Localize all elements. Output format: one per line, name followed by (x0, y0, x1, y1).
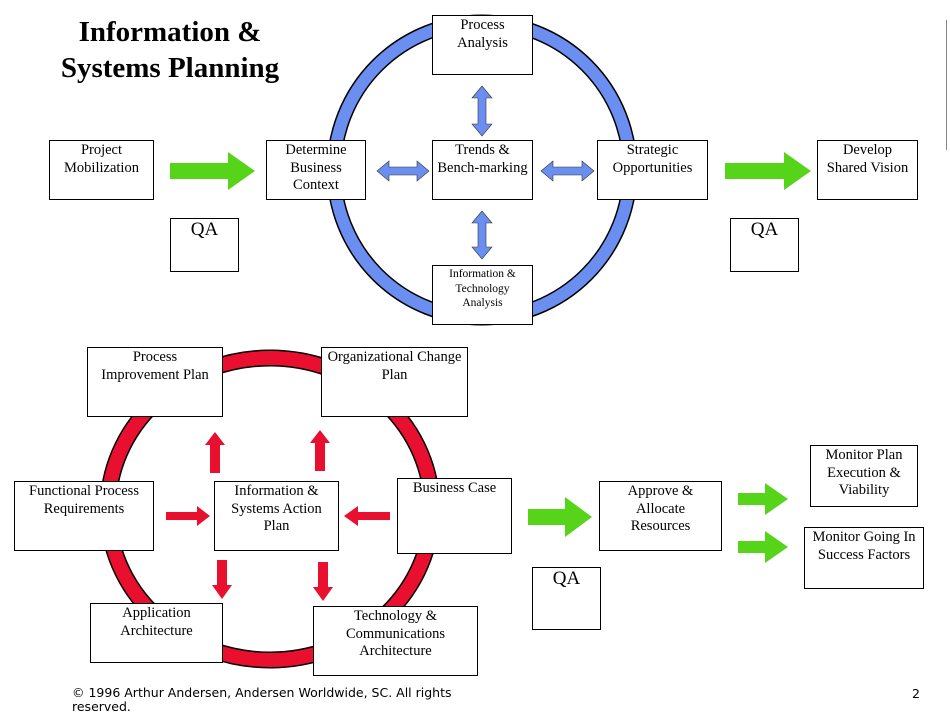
title-line-2: Systems Planning (60, 52, 280, 84)
tech-architecture-box: Technology & Communications Architecture (313, 606, 478, 676)
project-mobilization-box: Project Mobilization (49, 140, 154, 200)
application-architecture-box: Application Architecture (90, 603, 223, 663)
it-analysis-box: Information & Technology Analysis (432, 265, 533, 325)
business-context-box: Determine Business Context (266, 140, 366, 200)
monitor-plan-box: Monitor Plan Execution & Viability (810, 445, 918, 507)
process-improvement-plan-box: Process Improvement Plan (87, 347, 223, 417)
green-arrow-mobilization-icon (170, 152, 255, 190)
green-arrow-approve-icon (528, 497, 592, 537)
blue-double-arrows (376, 85, 595, 260)
org-change-plan-box: Organizational Change Plan (321, 347, 468, 417)
title-line-1: Information & (78, 16, 262, 48)
green-arrow-monitor-success-icon (738, 531, 788, 563)
copyright-footer: © 1996 Arthur Andersen, Andersen Worldwi… (72, 685, 452, 714)
monitor-success-box: Monitor Going In Success Factors (804, 527, 924, 589)
action-plan-box: Information & Systems Action Plan (214, 481, 339, 551)
red-arrow-down-left-icon (212, 560, 232, 599)
double-arrow-right-icon (540, 160, 595, 182)
shared-vision-box: Develop Shared Vision (817, 140, 918, 200)
green-arrows (170, 152, 811, 563)
trends-benchmarking-box: Trends & Bench-marking (432, 140, 533, 200)
approve-resources-box: Approve & Allocate Resources (599, 481, 722, 551)
qa-box-right: QA (730, 218, 799, 272)
page-title: Information & Systems Planning (30, 14, 310, 86)
red-arrow-up-left-icon (205, 432, 225, 473)
business-case-box: Business Case (397, 478, 512, 554)
red-arrow-up-right-icon (310, 430, 330, 471)
edge-divider (946, 20, 950, 150)
double-arrow-up-icon (471, 85, 493, 137)
qa-box-left: QA (170, 218, 239, 272)
functional-requirements-box: Functional Process Requirements (14, 481, 154, 551)
process-analysis-box: Process Analysis (432, 15, 533, 75)
double-arrow-left-icon (376, 160, 430, 182)
red-arrow-left-icon (344, 506, 390, 526)
double-arrow-down-icon (471, 210, 493, 260)
strategic-opportunities-box: Strategic Opportunities (597, 140, 708, 200)
green-arrow-monitor-plan-icon (738, 483, 788, 515)
red-arrows (166, 430, 390, 601)
red-arrow-down-right-icon (313, 562, 333, 601)
red-arrow-right-icon (166, 506, 210, 526)
page-number: 2 (912, 686, 920, 701)
qa-box-bottom: QA (532, 567, 601, 630)
green-arrow-vision-icon (725, 152, 811, 190)
